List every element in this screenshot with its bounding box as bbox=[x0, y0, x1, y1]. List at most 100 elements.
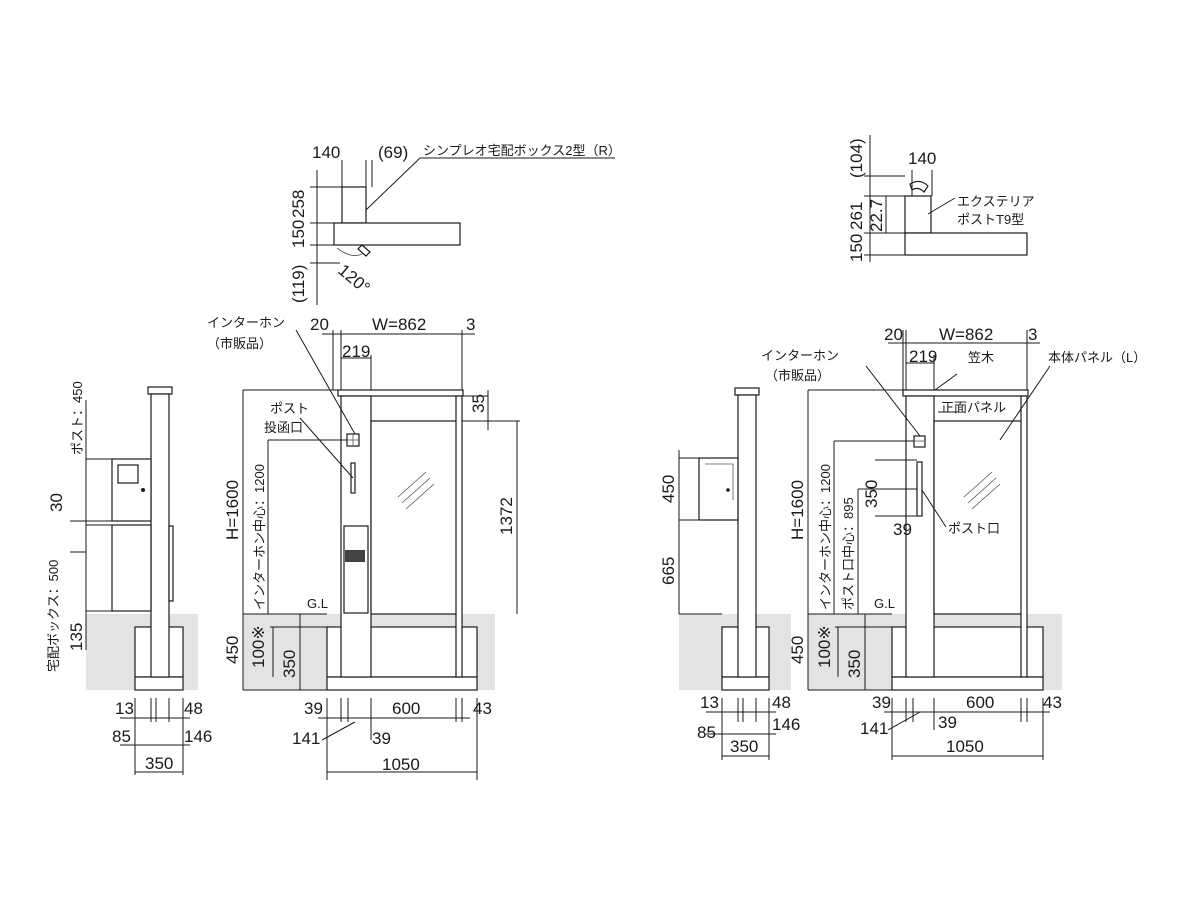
label-gl-left: G.L bbox=[307, 596, 328, 611]
dim-39a-left: 39 bbox=[304, 699, 323, 718]
dim-146: 146 bbox=[184, 727, 212, 746]
dim-258: 258 bbox=[289, 190, 308, 218]
post-box-side-right bbox=[698, 457, 739, 521]
angle-120: 120° bbox=[334, 261, 373, 298]
dim-43-left: 43 bbox=[473, 699, 492, 718]
post-flap bbox=[909, 180, 929, 193]
dim-150-right: 150 bbox=[847, 234, 866, 262]
label-post-slot-left: 投函口 bbox=[264, 420, 303, 435]
glass-panel-left bbox=[370, 420, 460, 615]
dim-350-front-left: 350 bbox=[280, 650, 299, 678]
kasagi-right bbox=[902, 389, 1029, 397]
delivery-box-side-left bbox=[111, 524, 152, 612]
label-intercom-right: インターホン bbox=[761, 348, 839, 363]
dim-450-left: 450 bbox=[223, 636, 242, 664]
dim-85: 85 bbox=[112, 727, 131, 746]
label-intercom-sub-right: （市販品） bbox=[765, 368, 830, 383]
dim-85-right: 85 bbox=[697, 723, 716, 742]
dim-104: (104) bbox=[847, 138, 866, 178]
pillar-side-left bbox=[150, 393, 170, 678]
dim-140: 140 bbox=[312, 143, 340, 162]
dim-69: (69) bbox=[378, 143, 408, 162]
label-intercom-center-right: インターホン中心：1200 bbox=[818, 464, 833, 610]
dim-1050-right: 1050 bbox=[946, 737, 984, 756]
dim-146-right: 146 bbox=[772, 715, 800, 734]
dim-1050-left: 1050 bbox=[382, 755, 420, 774]
dim-h-right: H=1600 bbox=[788, 480, 807, 540]
dim-141-left: 141 bbox=[292, 729, 320, 748]
dim-39b-left: 39 bbox=[372, 729, 391, 748]
dim-22-7: 22.7 bbox=[867, 199, 886, 232]
label-intercom-left: インターホン bbox=[207, 315, 285, 330]
dim-350-front-right: 350 bbox=[845, 650, 864, 678]
dim-13: 13 bbox=[115, 699, 134, 718]
label-exterior: エクステリア bbox=[957, 194, 1035, 209]
label-post-slot-right: ポスト口 bbox=[948, 521, 1000, 536]
dim-219-left: 219 bbox=[342, 342, 370, 361]
dim-140-right: 140 bbox=[908, 149, 936, 168]
left-side-view: ポスト：450 宅配ボックス：500 30 135 13 48 85 146 3… bbox=[46, 381, 212, 775]
post-slot-right bbox=[916, 461, 923, 517]
dim-w-right: W=862 bbox=[939, 325, 993, 344]
dim-261: 261 bbox=[847, 202, 866, 230]
label-intercom-center-left: インターホン中心：1200 bbox=[252, 464, 267, 610]
delivery-box-front-left bbox=[343, 525, 369, 614]
dim-450-right: 450 bbox=[788, 636, 807, 664]
right-front-view: インターホン （市販品） 笠木 本体パネル（L） 正面パネル 20 W=862 … bbox=[761, 325, 1146, 760]
label-kasagi: 笠木 bbox=[968, 350, 994, 365]
dim-119: (119) bbox=[289, 265, 308, 303]
dim-219-right: 219 bbox=[909, 347, 937, 366]
leader-post-left bbox=[299, 417, 354, 479]
dim-141-right: 141 bbox=[860, 719, 888, 738]
dim-48-right: 48 bbox=[772, 693, 791, 712]
door-handle bbox=[357, 244, 371, 257]
dim-350-side-right: 350 bbox=[730, 737, 758, 756]
plan-post-t9 bbox=[904, 195, 932, 234]
dim-35: 35 bbox=[469, 394, 488, 413]
dim-w-left: W=862 bbox=[372, 315, 426, 334]
left-front-view: インターホン （市販品） ポスト 投函口 20 W=862 3 219 35 1… bbox=[207, 315, 520, 780]
dim-100-left: 100※ bbox=[249, 625, 268, 668]
dim-h-left: H=1600 bbox=[223, 480, 242, 540]
dim-350-top-right: 350 bbox=[862, 480, 881, 508]
end-post-left bbox=[455, 395, 463, 678]
plan-post-body bbox=[341, 186, 367, 224]
label-post-t9: ポストT9型 bbox=[957, 212, 1024, 227]
leader-kasagi bbox=[934, 373, 958, 391]
leader-box bbox=[365, 157, 421, 211]
dim-100-right: 100※ bbox=[815, 625, 834, 668]
cap-side-right bbox=[734, 387, 760, 396]
dim-450-side-right: 450 bbox=[659, 475, 678, 503]
dim-48: 48 bbox=[184, 699, 203, 718]
dim-39b-right: 39 bbox=[938, 713, 957, 732]
dim-350: 350 bbox=[145, 754, 173, 773]
dim-39-top-right: 39 bbox=[893, 520, 912, 539]
dim-1372: 1372 bbox=[497, 497, 516, 535]
dim-135: 135 bbox=[67, 623, 86, 651]
cap-side-left bbox=[147, 386, 173, 395]
dim-20-right: 20 bbox=[884, 325, 903, 344]
dim-600-right: 600 bbox=[966, 693, 994, 712]
leader-intercom-left bbox=[295, 329, 356, 435]
dim-3-left: 3 bbox=[466, 315, 475, 334]
label-delivery-box: シンプレオ宅配ボックス2型（R） bbox=[423, 143, 621, 158]
dim-20-left: 20 bbox=[310, 315, 329, 334]
front-panel-right bbox=[933, 420, 1023, 615]
box-lock-left bbox=[345, 550, 365, 562]
dim-3-right: 3 bbox=[1028, 325, 1037, 344]
pillar-side-right bbox=[737, 394, 757, 678]
plan-base-slab bbox=[333, 222, 461, 246]
leader-main-panel bbox=[999, 365, 1051, 441]
plan-delivery-box: 140 (69) シンプレオ宅配ボックス2型（R） 258 150 (119) … bbox=[289, 143, 621, 305]
intercom-right bbox=[913, 435, 926, 448]
plan-exterior-post: 140 (104) 261 22.7 150 エクステリア ポストT9型 bbox=[847, 135, 1035, 262]
label-post-left: ポスト bbox=[270, 401, 309, 416]
label-gl-right: G.L bbox=[874, 596, 895, 611]
dim-600-left: 600 bbox=[392, 699, 420, 718]
label-post-center-right: ポスト口中心：895 bbox=[841, 497, 856, 610]
dim-150: 150 bbox=[289, 220, 308, 248]
dim-39a-right: 39 bbox=[872, 693, 891, 712]
plan-base-slab-right bbox=[904, 232, 1028, 256]
dim-665: 665 bbox=[659, 557, 678, 585]
